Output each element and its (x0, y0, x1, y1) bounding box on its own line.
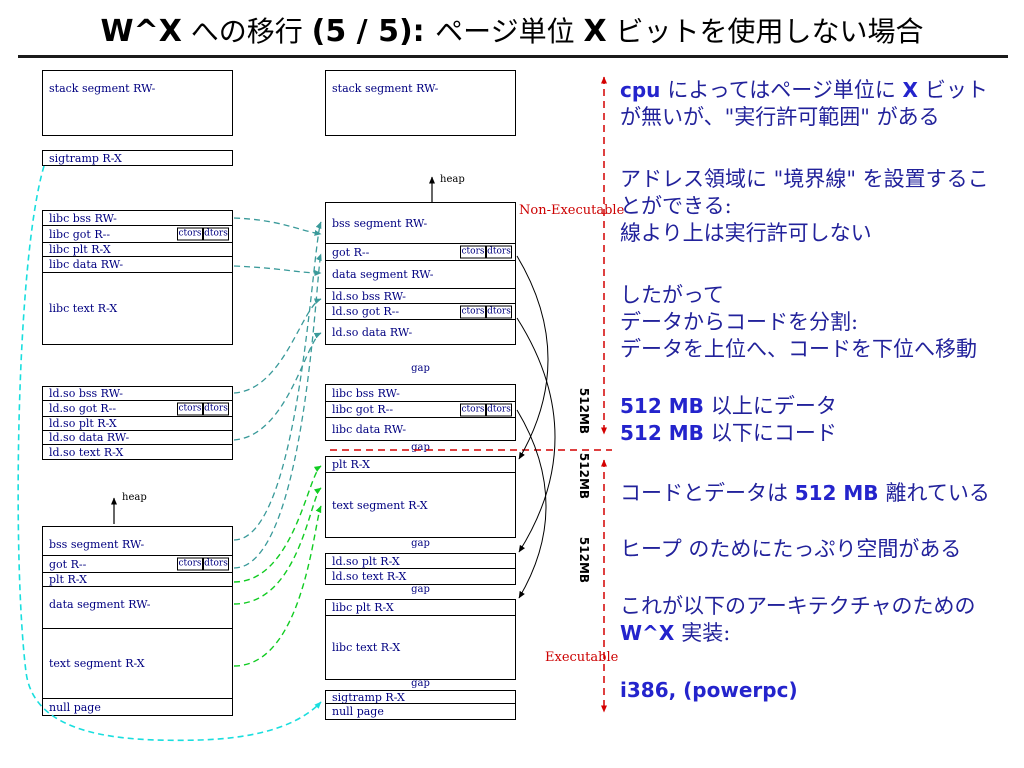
note-segment: データからコードを分割: (620, 310, 859, 334)
note-segment: 実装: (681, 621, 731, 645)
note-segment: によってはページ単位に (667, 78, 903, 102)
note-segment: i386, (powerpc) (620, 678, 798, 702)
note-segment: これが以下のアーキテクチャのための (620, 594, 976, 618)
distance-512mb-label: 512MB (577, 452, 591, 500)
note-segment: 512 MB (620, 394, 711, 418)
note-line: i386, (powerpc) (620, 678, 798, 702)
title-segment: への移行 (181, 15, 312, 48)
note-segment: 512 MB (620, 421, 711, 445)
memory-box-label: stack segment RW- (49, 82, 156, 95)
memory-box-label: ld.so text R-X (332, 570, 407, 583)
title-segment: ページ単位 (435, 15, 584, 48)
ctors-tag: ctors (460, 403, 486, 416)
memory-box-text-segment-r-x: text segment R-X (325, 472, 516, 538)
memory-box-label: ld.so bss RW- (332, 289, 406, 303)
memory-box-ld-so-text-r-x: ld.so text R-X (325, 568, 516, 585)
non-executable-label: Non-Executable (519, 203, 625, 218)
note-line: コードとデータは 512 MB 離れている (620, 477, 990, 507)
note-segment: X (902, 78, 925, 102)
note-segment: したがって (620, 283, 724, 307)
note-segment: 512 MB (794, 481, 886, 505)
title-segment: X (583, 14, 607, 49)
title-divider (18, 55, 1008, 58)
memory-box-label: ld.so plt R-X (332, 554, 400, 568)
dtors-tag: dtors (486, 245, 512, 259)
note-line: これが以下のアーキテクチャのための (620, 590, 976, 620)
note-segment: が無いが、"実行許可範囲" がある (620, 105, 940, 129)
note-segment: 以下にコード (710, 421, 837, 445)
note-line: データからコードを分割: (620, 306, 858, 336)
note-line: アドレス領域に "境界線" を設置するこ (620, 163, 989, 193)
title-segment: ビットを使用しない場合 (606, 15, 924, 48)
dtors-tag: dtors (486, 403, 512, 416)
note-segment: データを上位へ、コードを下位へ移動 (620, 337, 977, 361)
note-segment: 以上にデータ (710, 394, 837, 418)
ctors-tag: ctors (460, 305, 486, 318)
note-line: W^X 実装: (620, 617, 730, 647)
note-line: とができる: (620, 190, 732, 220)
memory-box-libc-text-r-x: libc text R-X (325, 615, 516, 680)
gap-label: gap (411, 442, 430, 453)
memory-box-label: libc got R-- (332, 403, 394, 416)
note-segment: とができる: (620, 194, 732, 218)
note-segment: cpu (620, 78, 668, 102)
title-segment: (5 / 5): (311, 14, 436, 49)
memory-box-label: bss segment RW- (332, 216, 428, 230)
gap-label: gap (411, 538, 430, 549)
ctors-tag: ctors (460, 245, 486, 259)
heap-label: heap (440, 174, 465, 185)
memory-box-plt-r-x: plt R-X (325, 456, 516, 473)
memory-box-label: plt R-X (332, 458, 370, 471)
note-line: 線より上は実行許可しない (620, 217, 872, 247)
note-line: データを上位へ、コードを下位へ移動 (620, 333, 977, 363)
gap-label: gap (411, 363, 430, 374)
note-line: 512 MB 以下にコード (620, 417, 837, 447)
memory-box-label: got R-- (332, 245, 370, 259)
note-line: したがって (620, 279, 724, 309)
memory-box-label: data segment RW- (332, 268, 434, 281)
note-line: cpu によってはページ単位に X ビット (620, 74, 988, 104)
note-segment: ビット (924, 78, 988, 102)
note-segment: アドレス領域に "境界線" を設置するこ (620, 167, 989, 191)
note-segment: W^X (620, 621, 682, 645)
note-line: が無いが、"実行許可範囲" がある (620, 101, 940, 131)
note-segment: ヒープ のためにたっぷり空間がある (620, 537, 962, 561)
memory-box-label: libc text R-X (332, 641, 401, 654)
memory-box-label: libc plt R-X (332, 601, 394, 614)
distance-512mb-label: 512MB (577, 387, 591, 435)
title-segment: W^X (100, 14, 182, 49)
memory-box-libc-data-rw: libc data RW- (325, 417, 516, 441)
memory-box-stack-segment-rw: stack segment RW- (325, 70, 516, 136)
memory-box-label: ld.so got R-- (332, 305, 400, 318)
memory-box-sigtramp-r-x: sigtramp R-X (42, 150, 233, 166)
executable-label: Executable (545, 650, 619, 665)
memory-box-label: libc bss RW- (332, 386, 400, 400)
note-segment: 線より上は実行許可しない (620, 221, 872, 245)
memory-box-label: null page (332, 705, 384, 718)
memory-box-null-page: null page (325, 703, 516, 720)
gap-label: gap (411, 584, 430, 595)
memory-box-stack-segment-rw: stack segment RW- (42, 70, 233, 136)
memory-box-data-segment-rw: data segment RW- (325, 260, 516, 289)
memory-box-label: libc data RW- (332, 422, 407, 436)
gap-label: gap (411, 678, 430, 689)
note-line: ヒープ のためにたっぷり空間がある (620, 533, 961, 563)
slide-title: W^X への移行 (5 / 5): ページ単位 X ビットを使用しない場合 (0, 10, 1024, 50)
memory-box-label: sigtramp R-X (49, 151, 122, 165)
note-line: 512 MB 以上にデータ (620, 390, 837, 420)
dtors-tag: dtors (486, 305, 512, 318)
memory-box-label: ld.so data RW- (332, 325, 413, 339)
memory-box-label: sigtramp R-X (332, 690, 405, 704)
distance-512mb-label: 512MB (577, 536, 591, 584)
memory-box-label: text segment R-X (332, 498, 428, 512)
memory-box-ld-so-data-rw: ld.so data RW- (325, 319, 516, 345)
note-segment: 離れている (885, 481, 990, 505)
note-segment: コードとデータは (620, 481, 795, 505)
memory-box-label: stack segment RW- (332, 82, 439, 95)
